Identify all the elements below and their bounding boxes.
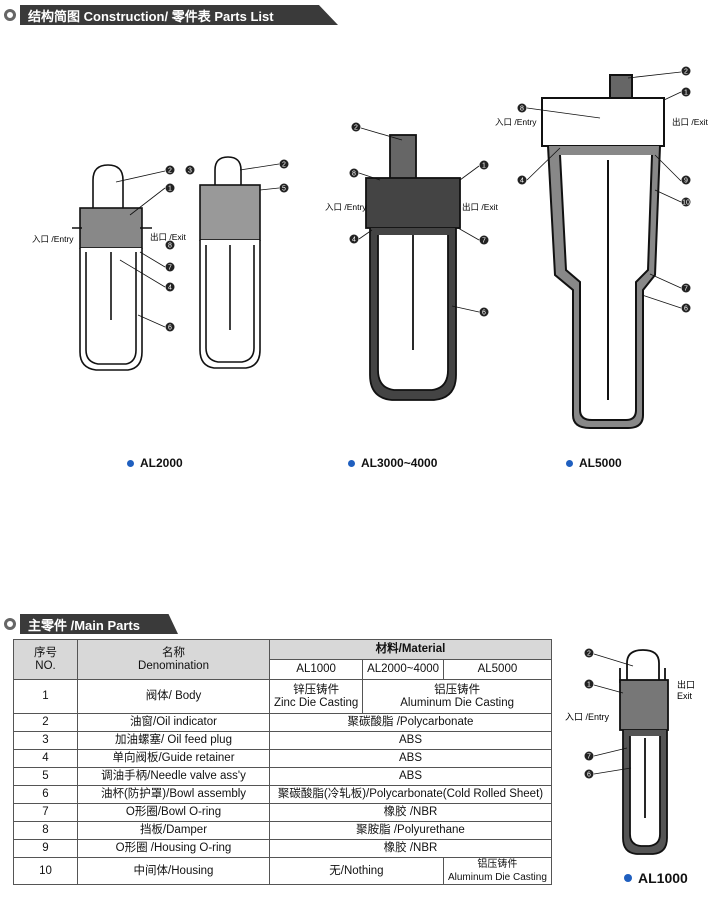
entry-label-al2000: 入口 /Entry <box>32 234 74 244</box>
svg-text:2: 2 <box>354 125 358 132</box>
construction-diagrams: 入口 /Entry 出口 /Exit 入口 /Entry 出口 /Exit 入口… <box>32 66 709 429</box>
svg-text:入口 /Entry: 入口 /Entry <box>565 712 610 722</box>
svg-text:2: 2 <box>282 162 286 169</box>
svg-text:1: 1 <box>684 90 688 97</box>
section-bullet-icon <box>4 618 16 630</box>
svg-text:4: 4 <box>168 285 172 292</box>
header-al5000: AL5000 <box>442 659 553 680</box>
svg-text:8: 8 <box>352 171 356 178</box>
svg-text:9: 9 <box>684 178 688 185</box>
header-material: 材料/Material <box>269 639 552 660</box>
svg-text:2: 2 <box>684 69 688 76</box>
model-label-al5000: AL5000 <box>566 456 622 470</box>
svg-text:6: 6 <box>684 306 688 313</box>
exit-label-al2000: 出口 /Exit <box>150 232 187 242</box>
svg-text:5: 5 <box>282 186 286 193</box>
svg-text:3: 3 <box>188 168 192 175</box>
section-header-main-parts: 主零件 /Main Parts <box>0 614 178 634</box>
al2000-diagram-a <box>72 164 152 371</box>
header-al2000: AL2000~4000 <box>362 659 444 680</box>
bullet-icon <box>127 459 134 467</box>
svg-text:7: 7 <box>482 238 486 245</box>
svg-text:1: 1 <box>168 186 172 193</box>
svg-text:Exit: Exit <box>677 691 693 701</box>
svg-text:2: 2 <box>168 168 172 175</box>
al1000-diagram: 2 1 7 6 入口 /Entry 出口 Exit <box>565 648 695 855</box>
entry-label-al3000: 入口 /Entry <box>325 202 367 212</box>
svg-text:6: 6 <box>482 310 486 317</box>
svg-text:10: 10 <box>682 200 690 207</box>
callout-markers: 2 1 8 7 4 6 3 2 5 2 1 8 4 7 6 2 1 8 4 9 … <box>165 66 691 332</box>
svg-text:4: 4 <box>520 178 524 185</box>
svg-text:2: 2 <box>587 651 591 658</box>
bullet-icon <box>624 874 632 882</box>
al3000-diagram <box>365 134 461 401</box>
svg-text:8: 8 <box>520 106 524 113</box>
model-label-al3000: AL3000~4000 <box>348 456 437 470</box>
bullet-icon <box>566 459 573 467</box>
header-al1000: AL1000 <box>268 659 364 680</box>
entry-label-al5000: 入口 /Entry <box>495 117 537 127</box>
exit-label-al3000: 出口 /Exit <box>462 202 499 212</box>
model-label-al1000: AL1000 <box>624 870 688 886</box>
al2000-diagram-b <box>199 156 261 369</box>
al5000-diagram <box>541 74 665 429</box>
section-title: 结构简图 Construction/ 零件表 Parts List <box>20 5 338 25</box>
svg-text:出口: 出口 <box>677 679 695 690</box>
svg-text:6: 6 <box>168 325 172 332</box>
svg-text:1: 1 <box>587 682 591 689</box>
svg-text:8: 8 <box>168 243 172 250</box>
section-header-construction: 结构简图 Construction/ 零件表 Parts List <box>0 5 338 25</box>
svg-text:7: 7 <box>168 265 172 272</box>
svg-text:4: 4 <box>352 237 356 244</box>
bullet-icon <box>348 459 355 467</box>
svg-text:6: 6 <box>587 772 591 779</box>
exit-label-al5000: 出口 /Exit <box>672 117 709 127</box>
section-bullet-icon <box>4 9 16 21</box>
section-title: 主零件 /Main Parts <box>20 614 178 634</box>
svg-text:7: 7 <box>684 286 688 293</box>
svg-text:7: 7 <box>587 754 591 761</box>
svg-text:1: 1 <box>482 163 486 170</box>
model-label-al2000: AL2000 <box>127 456 183 470</box>
